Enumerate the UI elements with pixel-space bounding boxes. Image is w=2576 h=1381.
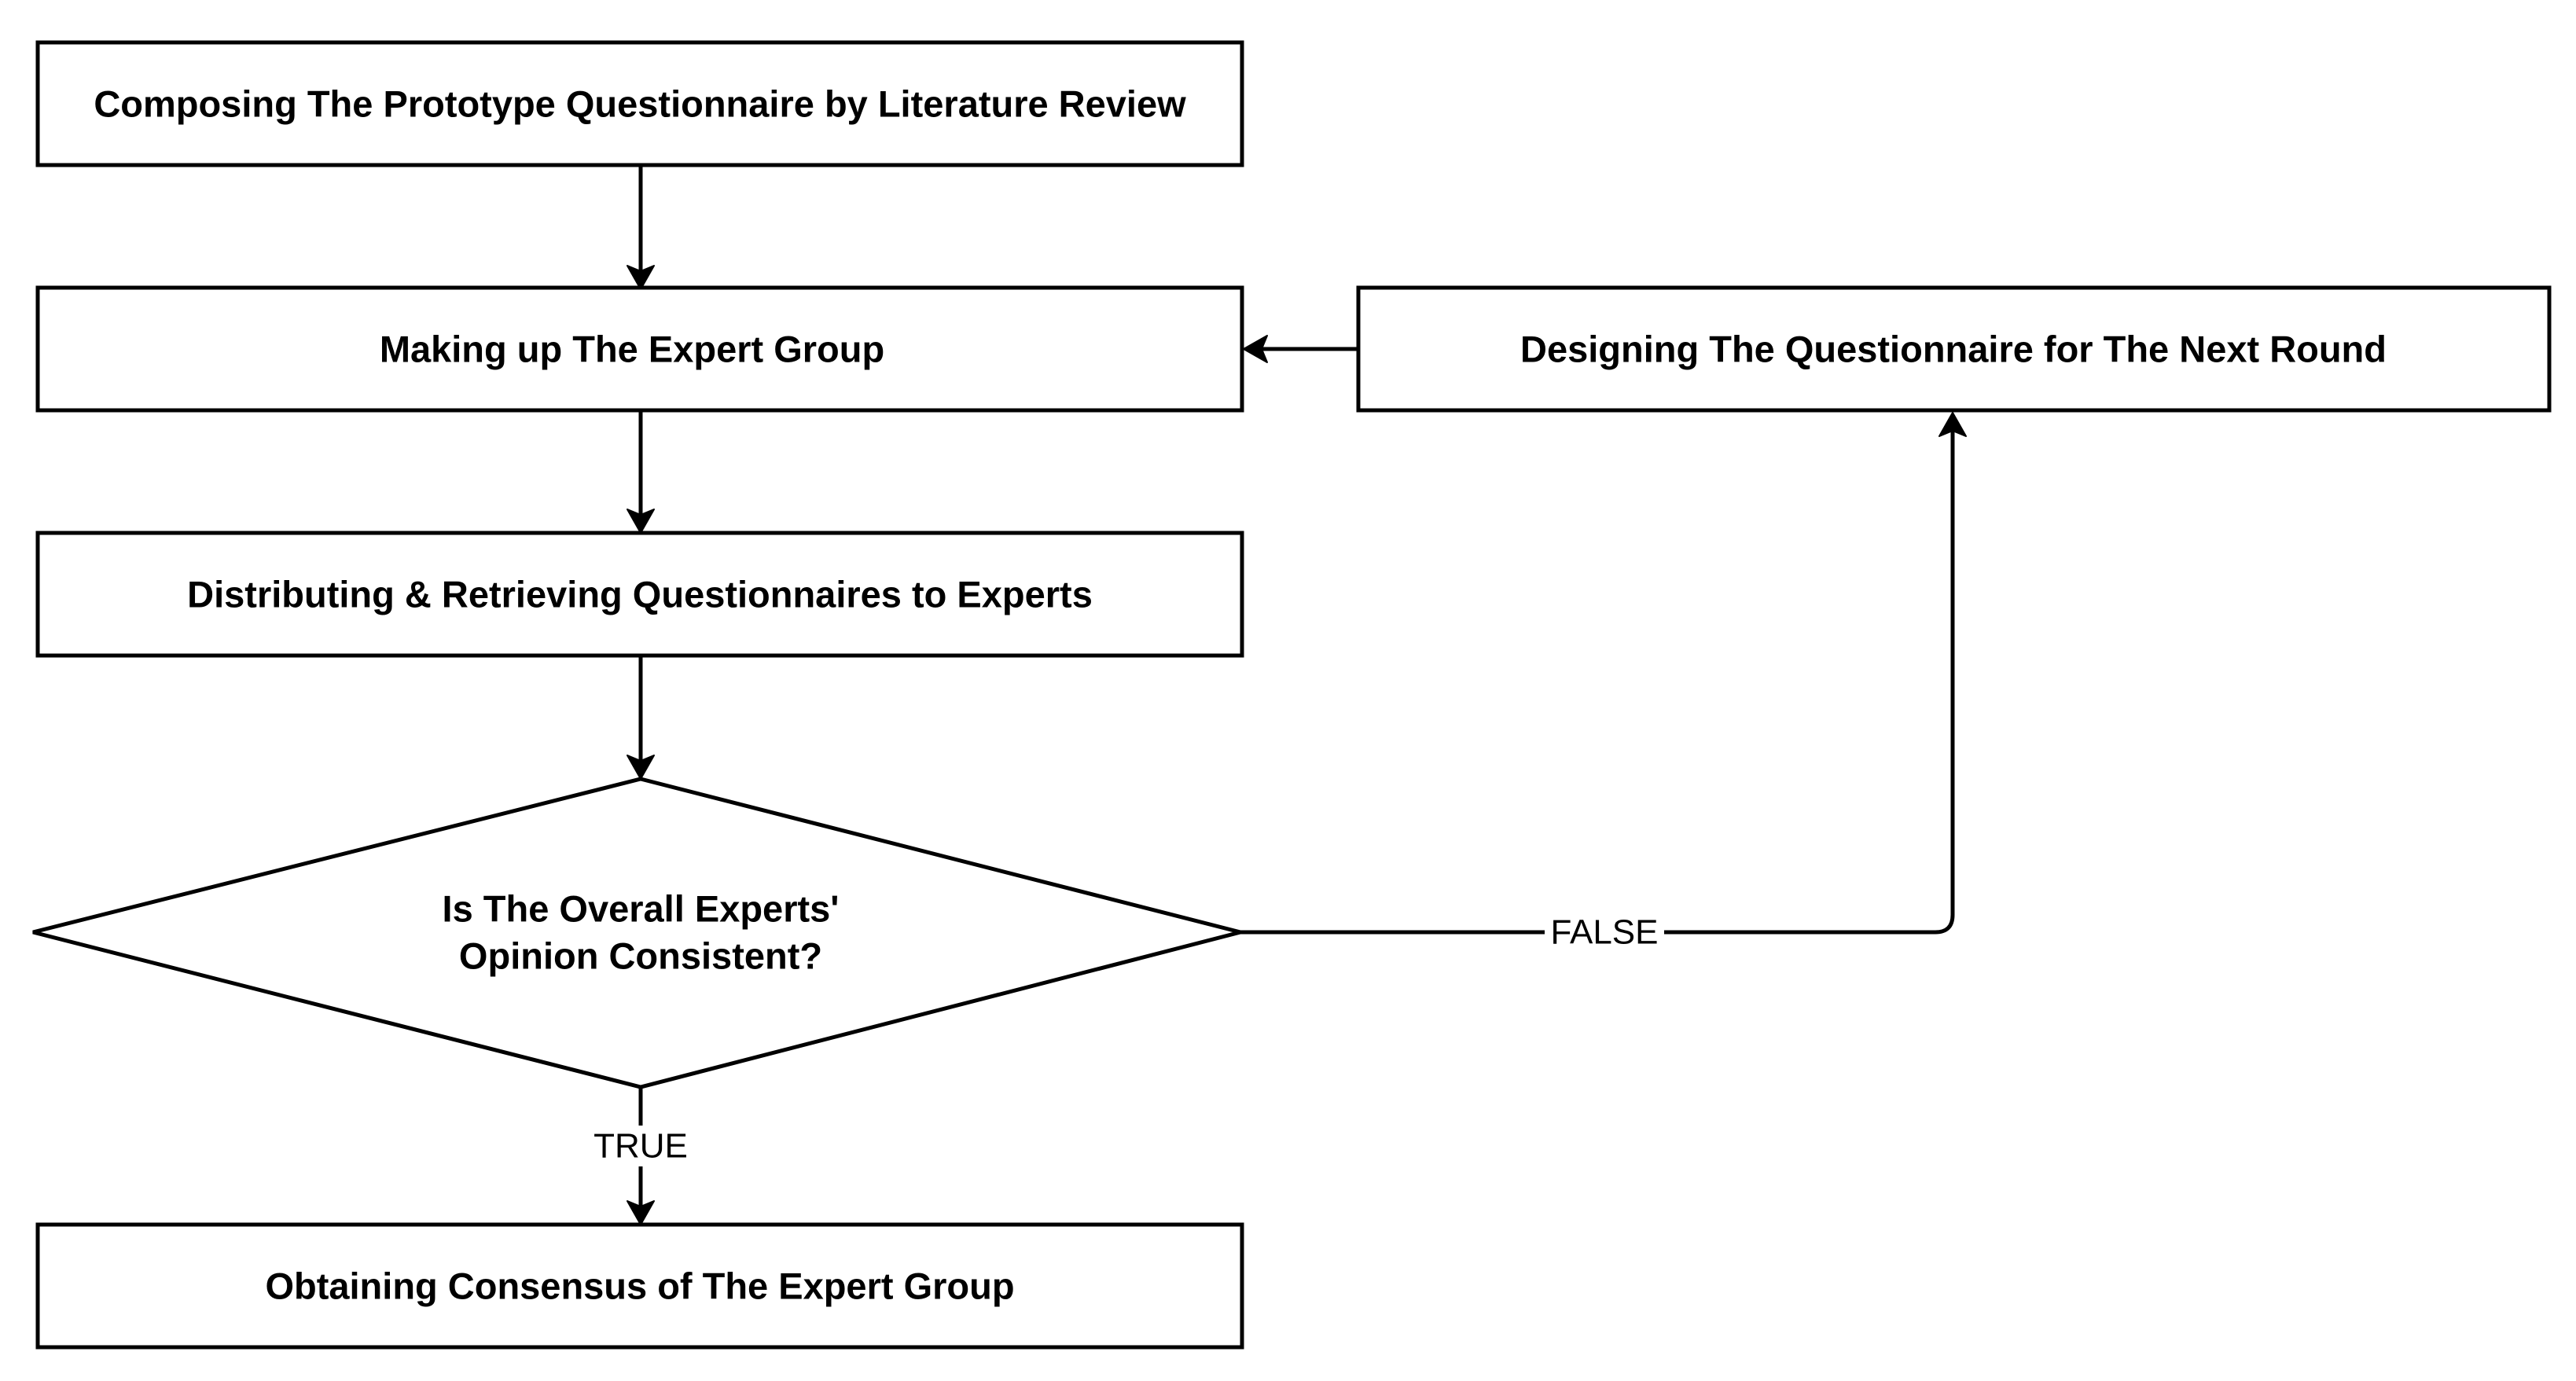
process-box bbox=[35, 285, 1244, 413]
arrowhead-down-icon bbox=[627, 265, 655, 290]
node-decision-line1: Is The Overall Experts' bbox=[443, 888, 840, 930]
true-label: TRUE bbox=[593, 1127, 688, 1166]
node-decision-line2: Opinion Consistent? bbox=[459, 935, 822, 977]
decision-diamond bbox=[32, 777, 1241, 1089]
node-group: Making up The Expert Group bbox=[35, 285, 1244, 413]
node-compose: Composing The Prototype Questionnaire by… bbox=[35, 40, 1244, 167]
process-box bbox=[35, 531, 1244, 658]
node-distribute-label: Distributing & Retrieving Questionnaires… bbox=[187, 574, 1093, 615]
node-compose-label: Composing The Prototype Questionnaire by… bbox=[94, 83, 1186, 125]
node-redesign-label: Designing The Questionnaire for The Next… bbox=[1520, 329, 2387, 370]
node-group-label: Making up The Expert Group bbox=[380, 329, 884, 370]
node-distribute: Distributing & Retrieving Questionnaires… bbox=[35, 531, 1244, 658]
arrowhead-down-icon bbox=[627, 509, 655, 534]
arrowhead-down-icon bbox=[627, 1200, 655, 1225]
edge-label-true: TRUE bbox=[588, 1126, 693, 1166]
node-consensus-label: Obtaining Consensus of The Expert Group bbox=[265, 1265, 1014, 1307]
process-box bbox=[35, 1222, 1244, 1350]
node-decision: Is The Overall Experts' Opinion Consiste… bbox=[32, 777, 1241, 1089]
process-box bbox=[35, 40, 1244, 167]
process-box bbox=[1356, 285, 2552, 413]
edge-label-false: FALSE bbox=[1545, 912, 1664, 953]
node-consensus: Obtaining Consensus of The Expert Group bbox=[35, 1222, 1244, 1350]
edge-decision-to-redesign bbox=[1240, 431, 1955, 935]
arrowhead-up-icon bbox=[1938, 412, 1967, 437]
label-background bbox=[1545, 912, 1664, 953]
arrowhead-left-icon bbox=[1243, 335, 1268, 363]
label-background bbox=[588, 1126, 693, 1166]
node-redesign: Designing The Questionnaire for The Next… bbox=[1356, 285, 2552, 413]
false-label: FALSE bbox=[1551, 913, 1659, 952]
arrowhead-down-icon bbox=[627, 755, 655, 780]
connectors bbox=[627, 165, 1967, 1225]
